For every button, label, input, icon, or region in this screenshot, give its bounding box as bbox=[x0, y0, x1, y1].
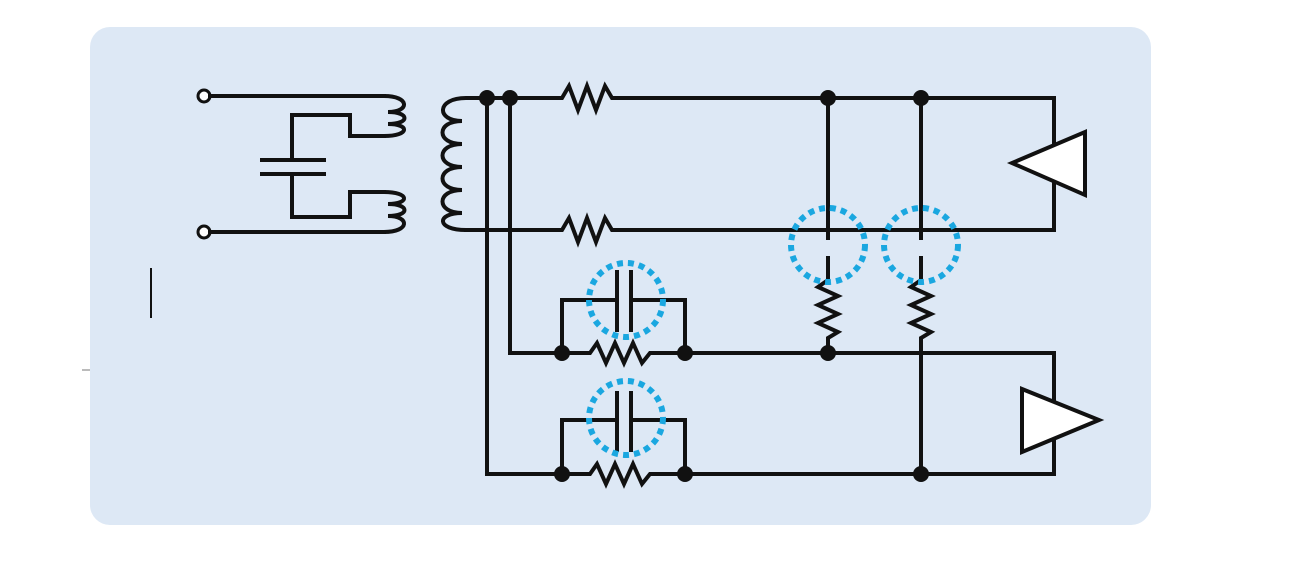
branch2-cap-bracket bbox=[560, 418, 619, 476]
junction-dot bbox=[913, 466, 929, 482]
resistor-vertical-2 bbox=[906, 277, 936, 476]
resistor-vertical-1 bbox=[813, 277, 843, 355]
junction-dot bbox=[677, 345, 693, 361]
junction-dot bbox=[554, 466, 570, 482]
junction-dot bbox=[820, 345, 836, 361]
junction-dot bbox=[820, 90, 836, 106]
highlight-capacitor-2 bbox=[586, 378, 666, 458]
capacitor-wire-bottom bbox=[290, 172, 352, 219]
resistor-mid-left bbox=[550, 212, 642, 248]
inductor-coil-bottom bbox=[381, 189, 407, 235]
branch1-cap-bracket bbox=[560, 298, 619, 355]
branch2-cap-bracket-right bbox=[629, 418, 687, 476]
highlight-gap-2 bbox=[881, 205, 961, 285]
junction-dots bbox=[479, 90, 929, 482]
highlight-gap-1 bbox=[788, 205, 868, 285]
junction-dot bbox=[502, 90, 518, 106]
junction-dot bbox=[554, 345, 570, 361]
junction-dot bbox=[677, 466, 693, 482]
junction-dot bbox=[479, 90, 495, 106]
branch1-cap-bracket-right bbox=[629, 298, 687, 355]
capacitor-wire-top bbox=[290, 113, 352, 162]
resistor-top-left bbox=[550, 80, 642, 116]
highlight-capacitor-1 bbox=[586, 260, 666, 340]
opamp-top bbox=[1006, 128, 1087, 199]
resistor-branch-1 bbox=[560, 338, 687, 368]
transformer-winding bbox=[440, 96, 488, 232]
inductor-coil-top bbox=[381, 93, 407, 139]
resistor-branch-2 bbox=[560, 459, 687, 489]
junction-dot bbox=[913, 90, 929, 106]
panel-background bbox=[90, 27, 1151, 525]
opamp-bottom bbox=[1020, 386, 1105, 455]
